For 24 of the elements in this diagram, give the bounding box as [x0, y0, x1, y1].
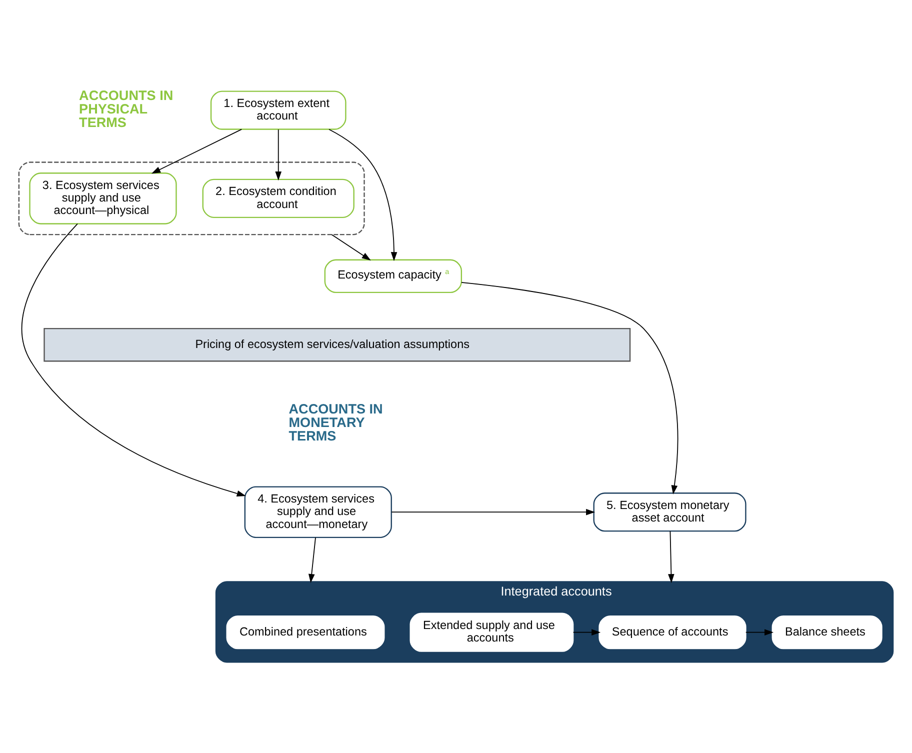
node-box: Combined presentations [226, 615, 385, 650]
arrow [308, 537, 316, 584]
node-box: Ecosystem capacity$^{a}$ [324, 259, 462, 294]
cluster [18, 162, 365, 236]
arrow [275, 129, 282, 181]
node-box: Sequence of accounts [598, 615, 746, 650]
node-box: Pricing of ecosystem services/valuation assumptions [44, 328, 631, 362]
label: ACCOUNTS IN MONETARY TERMS [288, 402, 383, 444]
arrow [151, 128, 242, 174]
node-box: 1. Ecosystem extent account [210, 90, 346, 130]
label: ACCOUNTS IN PHYSICAL TERMS [79, 88, 174, 130]
node-box: 2. Ecosystem condition account [202, 178, 354, 218]
arrow [331, 234, 371, 261]
node-box: 4. Ecosystem services supply and use account—monetary [244, 486, 392, 538]
node-box: 5. Ecosystem monetary asset account [593, 492, 746, 532]
node-box: Extended supply and use accounts [410, 612, 574, 652]
arrow [328, 128, 398, 262]
arrow [745, 629, 774, 636]
arrow [668, 530, 674, 584]
arrow [572, 629, 601, 636]
arrow [391, 508, 596, 516]
node-box: Balance sheets [772, 615, 882, 650]
arrow [461, 282, 678, 494]
node-box: 3. Ecosystem services supply and use account—physical [29, 172, 177, 224]
